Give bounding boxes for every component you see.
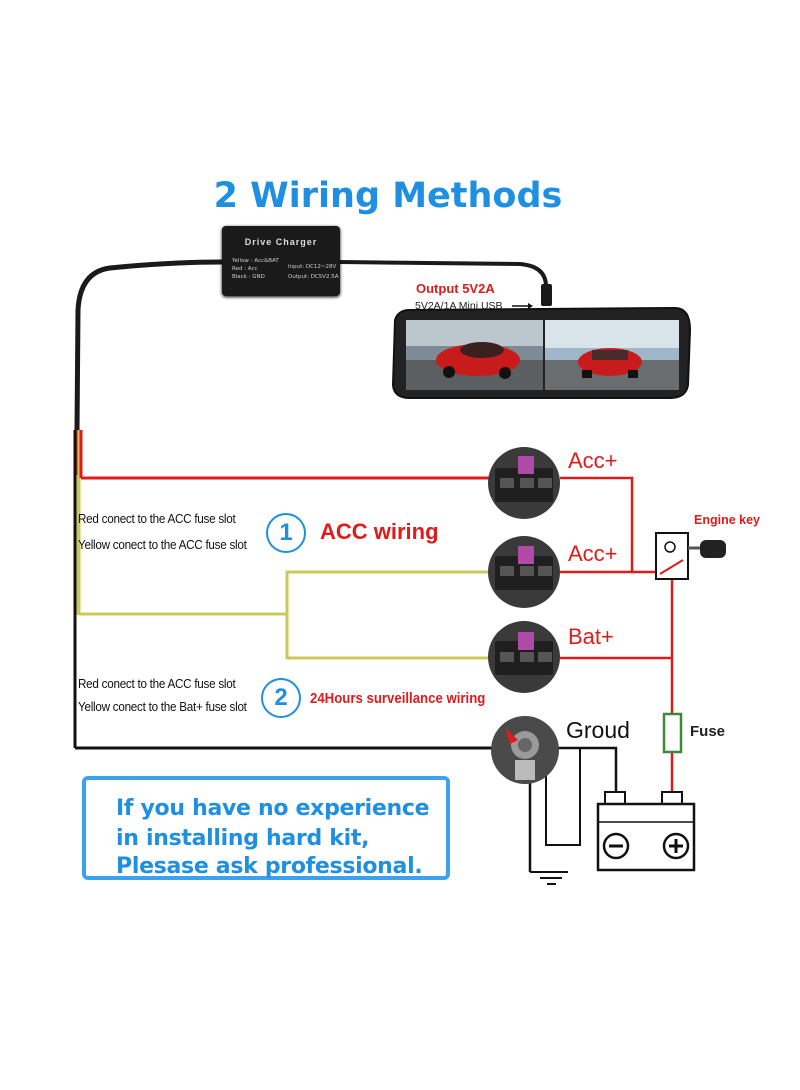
battery	[596, 791, 696, 872]
charger-red-label: Red : Acc	[232, 266, 258, 272]
main-cable	[74, 259, 223, 431]
charger-output-label: Output: DC5V2.5A	[288, 274, 339, 280]
charger-yellow-label: Yellow : Acc&BAT	[232, 258, 279, 264]
engine-key-label: Engine key	[694, 513, 760, 527]
bat-slot-label: Bat+	[568, 624, 614, 649]
acc-slot-2-label: Acc+	[568, 541, 618, 566]
method2-line1: Red conect to the ACC fuse slot	[78, 676, 236, 691]
method1-line2: Yellow conect to the ACC fuse slot	[78, 537, 247, 552]
output-subtitle: 5V2A/1A Mini USB	[415, 300, 503, 312]
output-title: Output 5V2A	[416, 281, 495, 296]
method2-line2: Yellow conect to the Bat+ fuse slot	[78, 699, 247, 714]
ground-label: Groud	[566, 717, 630, 743]
method2-number-badge: 2	[261, 678, 301, 718]
notice-line2: in installing hard kit,	[116, 826, 370, 851]
ground-bolt-photo	[491, 716, 559, 784]
fuse-slot-acc-1	[488, 447, 560, 519]
method2-label: 24Hours surveillance wiring	[310, 690, 486, 707]
charger-black-label: Black : GND	[232, 274, 265, 280]
fuse-label: Fuse	[690, 723, 726, 740]
fuse-symbol	[662, 712, 683, 754]
method1-line1: Red conect to the ACC fuse slot	[78, 511, 236, 526]
method1-label: ACC wiring	[320, 519, 439, 544]
mirror-camera	[391, 306, 692, 399]
method1-number-badge: 1	[266, 513, 306, 553]
fuse-slot-acc-2	[488, 536, 560, 608]
yellow-wire	[79, 570, 500, 616]
drive-charger-box: Drive Charger Yellow : Acc&BAT Red : Acc…	[222, 226, 340, 296]
acc-slot-1-label: Acc+	[568, 448, 618, 473]
charger-input-label: Input: DC12~28V	[288, 264, 337, 270]
notice-line1: If you have no experience	[116, 796, 430, 821]
fuse-slot-bat	[488, 621, 560, 693]
usb-plug	[541, 284, 552, 306]
engine-key-switch	[655, 532, 726, 580]
charger-name: Drive Charger	[244, 237, 318, 247]
notice-box: If you have no experience in installing …	[82, 776, 450, 880]
page-title: 2 Wiring Methods	[213, 176, 563, 216]
notice-line3: Plesase ask professional.	[116, 854, 423, 879]
